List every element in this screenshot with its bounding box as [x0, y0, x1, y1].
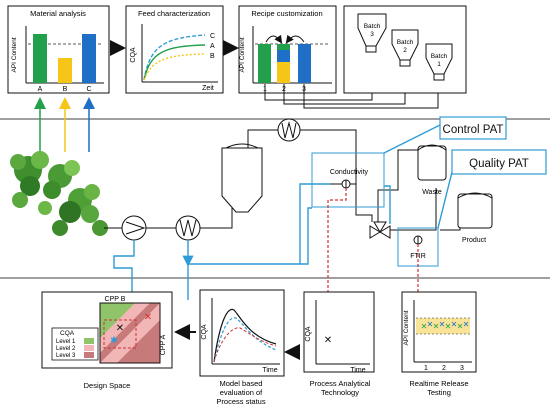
design-space-caption: Design Space	[84, 381, 131, 390]
rtrt-panel: API Content ✕✕ ✕✕ ✕✕ ✕✕ 1 2 3 Realtime R…	[401, 291, 477, 397]
svg-text:✕: ✕	[451, 320, 458, 329]
feed-characterization-panel: Feed characterization CQA Zeit C A B	[125, 5, 224, 94]
svg-text:✕: ✕	[421, 322, 428, 331]
model-xlabel: Time	[262, 367, 277, 374]
waste-label: Waste	[422, 189, 442, 196]
material-analysis-ylabel: API Content	[11, 37, 18, 72]
design-space-panel: CPP B CPP A ✕ ✕ ✱ CQA Level 1 Level 2 Le…	[41, 291, 173, 390]
bar-b	[58, 58, 72, 83]
current-state-marker: ✱	[110, 335, 118, 345]
svg-text:Level 1: Level 1	[56, 339, 76, 345]
curve-a-label: A	[210, 43, 215, 50]
quality-pat-label: Quality PAT	[469, 158, 529, 170]
three-way-valve-icon	[369, 221, 391, 239]
reactor-vessel	[221, 143, 263, 213]
cpp-a-label: CPP A	[160, 334, 167, 355]
control-pat-label-box	[439, 116, 507, 140]
heat-exchanger-icon	[175, 215, 201, 241]
curve-a	[143, 44, 206, 81]
level-1-region	[100, 303, 135, 338]
rtrt-ylabel: API Content	[403, 310, 410, 345]
conductivity-data-line	[327, 188, 347, 338]
product-vessel: Product	[457, 192, 493, 244]
pat-xlabel: Time	[350, 367, 365, 374]
curve-c-label: C	[210, 33, 215, 40]
model-ylabel: CQA	[201, 324, 208, 340]
recipe-bar-1	[258, 44, 271, 83]
pump-icon	[121, 215, 147, 241]
product-label: Product	[462, 237, 486, 244]
svg-text:✕: ✕	[433, 322, 440, 331]
legend-title: CQA	[60, 330, 75, 337]
process-piping	[104, 129, 461, 231]
curve-b-label: B	[210, 53, 215, 60]
recipe-bar-2-blue	[277, 50, 290, 62]
curve-b	[143, 53, 206, 81]
svg-text:✕: ✕	[463, 320, 470, 329]
recipe-ylabel: API Content	[239, 37, 246, 72]
material-analysis-panel: Material analysis API Content A B C	[7, 5, 110, 94]
control-pat-box	[311, 152, 385, 208]
svg-text:✕: ✕	[457, 322, 464, 331]
svg-text:1: 1	[424, 365, 428, 372]
svg-text:3: 3	[460, 365, 464, 372]
recipe-bar-3	[298, 44, 311, 83]
svg-text:2: 2	[442, 365, 446, 372]
pump-control-line	[113, 240, 138, 323]
spec-band	[416, 318, 470, 334]
pat-measurement-marker: ✕	[324, 335, 332, 346]
svg-text:✕: ✕	[427, 320, 434, 329]
setpoint-marker: ✕	[116, 323, 124, 334]
model-curve-limit	[213, 327, 277, 363]
feed-xlabel: Zeit	[202, 85, 214, 92]
condenser-icon	[277, 118, 301, 142]
quality-pat-label-box	[451, 149, 547, 175]
control-pat-label: Control PAT	[443, 124, 504, 136]
pat-ylabel: CQA	[305, 326, 312, 342]
model-curve-actual	[213, 308, 277, 363]
cat-a: A	[38, 86, 43, 93]
feed-ylabel: CQA	[130, 47, 137, 63]
hx-control-line	[187, 207, 312, 265]
cat-b: B	[63, 86, 68, 93]
recipe-bar-2-green	[277, 44, 290, 50]
cpp-b-label: CPP B	[105, 296, 126, 303]
material-analysis-title: Material analysis	[30, 9, 86, 18]
svg-text:✕: ✕	[439, 320, 446, 329]
feed-title: Feed characterization	[138, 9, 210, 18]
svg-text:Level 3: Level 3	[56, 353, 76, 359]
svg-text:Level 2: Level 2	[56, 346, 76, 352]
recipe-title: Recipe customization	[251, 9, 322, 18]
model-curve-predicted	[213, 317, 277, 363]
recipe-bar-2-yellow	[277, 62, 290, 83]
deviation-marker: ✕	[144, 312, 152, 323]
operating-window	[103, 319, 137, 349]
curve-c	[143, 34, 206, 81]
cat-c: C	[86, 86, 91, 93]
bar-a	[33, 34, 47, 83]
bar-c	[82, 34, 96, 83]
waste-vessel: Waste	[417, 144, 447, 196]
recipe-customization-panel: Recipe customization API Content 1 2 3	[238, 5, 442, 109]
svg-text:✕: ✕	[445, 322, 452, 331]
rtrt-markers: ✕✕ ✕✕ ✕✕ ✕✕	[421, 320, 470, 331]
conductivity-label: Conductivity	[330, 169, 369, 176]
plant-feedstock-image	[10, 151, 108, 236]
